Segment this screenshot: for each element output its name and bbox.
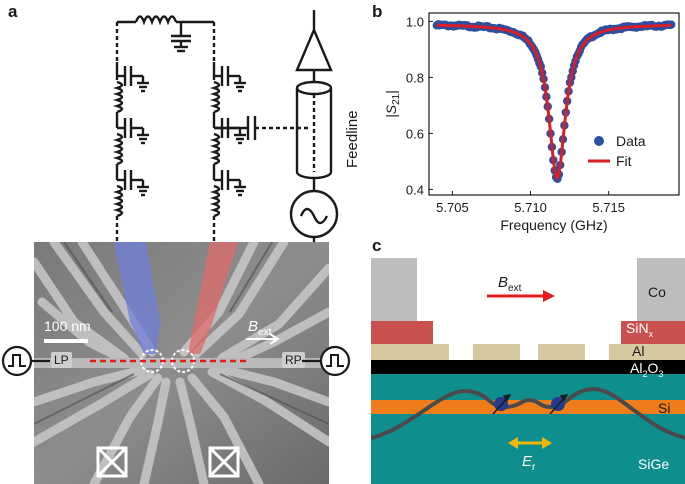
feedline-label: Feedline bbox=[344, 110, 361, 168]
sem-bext-label: Bext bbox=[248, 318, 271, 338]
sinx-right bbox=[621, 321, 685, 344]
chart-axes bbox=[428, 12, 680, 196]
y-tick-label: 0.8 bbox=[406, 70, 424, 85]
layer-stack-diagram bbox=[371, 258, 685, 484]
al-gates bbox=[371, 344, 685, 360]
right-plunger-label: RP bbox=[282, 352, 305, 368]
confinement-potential bbox=[371, 386, 685, 440]
y-tick-label: 0.6 bbox=[406, 126, 424, 141]
scale-bar-label: 100 nm bbox=[44, 318, 91, 334]
panel-b-letter: b bbox=[372, 2, 383, 21]
al2o3-a: Al bbox=[630, 360, 643, 376]
panel-a-circuit: Feedline bbox=[112, 10, 361, 269]
sinx-main: SiN bbox=[626, 320, 649, 336]
sige-label: SiGe bbox=[638, 456, 670, 472]
sem-bext-sub: ext bbox=[258, 327, 272, 338]
right-pulse-source-icon bbox=[302, 345, 351, 377]
plot-frame bbox=[428, 12, 680, 196]
x-axis-label: Frequency (GHz) bbox=[500, 217, 607, 233]
er-main: E bbox=[522, 453, 533, 470]
sinx-sub: x bbox=[648, 328, 654, 339]
layer-bext-sub: ext bbox=[508, 283, 522, 294]
y-tick-label: 1.0 bbox=[406, 14, 424, 29]
left-plunger-label: LP bbox=[51, 352, 72, 368]
legend-fit-label: Fit bbox=[616, 153, 632, 169]
al2o3-layer bbox=[371, 360, 685, 374]
si-label: Si bbox=[658, 400, 671, 416]
panel-a-letter: a bbox=[8, 2, 18, 21]
al2o3-b-sub: 3 bbox=[658, 368, 664, 379]
al2o3-label: Al2O3 bbox=[630, 360, 663, 379]
y-tick-label: 0.4 bbox=[406, 182, 424, 197]
al2o3-a-sub: 2 bbox=[642, 368, 648, 379]
x-tick-label: 5.715 bbox=[592, 200, 625, 215]
er-sub: r bbox=[532, 462, 536, 473]
sem-image bbox=[34, 242, 329, 484]
si-layer bbox=[371, 400, 685, 414]
er-label: Er bbox=[522, 453, 535, 473]
legend-data-marker bbox=[594, 136, 604, 146]
al2o3-b: O bbox=[647, 360, 659, 376]
sinx-label: SiNx bbox=[626, 320, 653, 339]
left-pulse-source-icon bbox=[1, 345, 50, 377]
layer-bext-label: Bext bbox=[498, 274, 521, 294]
sem-bext-main: B bbox=[248, 318, 259, 335]
panel-c-letter: c bbox=[372, 236, 382, 255]
x-tick-label: 5.710 bbox=[514, 200, 547, 215]
co-magnet-left bbox=[371, 258, 417, 321]
y-axis-label: |S21| bbox=[383, 90, 402, 118]
fit-line bbox=[436, 23, 672, 182]
x-tick-label: 5.705 bbox=[436, 200, 469, 215]
co-magnet-right bbox=[637, 258, 685, 321]
layer-bext-main: B bbox=[498, 274, 509, 291]
legend-data-label: Data bbox=[616, 133, 646, 149]
fit-series bbox=[436, 23, 672, 182]
sige-layer bbox=[371, 374, 685, 484]
sinx-left bbox=[371, 321, 433, 344]
al-label: Al bbox=[632, 343, 645, 359]
co-label: Co bbox=[648, 284, 666, 300]
